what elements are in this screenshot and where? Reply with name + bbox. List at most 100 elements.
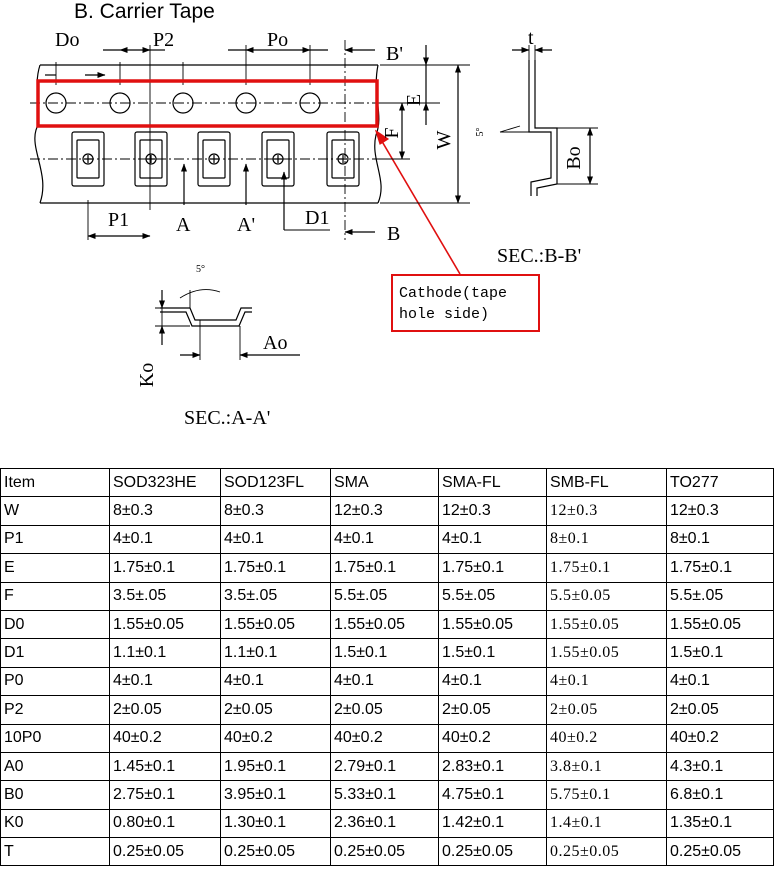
label-w: W: [433, 130, 455, 149]
table-cell: 2±0.05: [666, 695, 774, 725]
table-cell: 1.95±0.1: [220, 751, 331, 782]
table-header-cell: SMB-FL: [546, 467, 667, 498]
label-a: A: [176, 214, 191, 236]
table-item-cell: E: [0, 553, 110, 583]
table-item-cell: P0: [0, 666, 110, 697]
table-cell: 1.1±0.1: [220, 638, 331, 668]
table-cell: 4±0.1: [109, 666, 221, 697]
top-dimensions: [45, 47, 375, 78]
table-cell: 40±0.2: [220, 723, 331, 753]
label-e: E: [403, 94, 425, 106]
callout-arrowhead: [374, 129, 390, 145]
table-cell: 40±0.2: [666, 723, 774, 753]
table-cell: 4±0.1: [438, 666, 547, 697]
sprocket-holes: [45, 92, 321, 114]
table-cell: 1.55±0.05: [438, 609, 547, 640]
table-cell: 1.55±0.05: [220, 609, 331, 640]
label-d1: D1: [305, 207, 329, 229]
label-do: Do: [55, 29, 79, 51]
table-cell: 1.1±0.1: [109, 638, 221, 668]
table-cell: 0.25±0.05: [438, 837, 547, 867]
table-cell: 8±0.1: [666, 524, 774, 555]
cathode-callout: Cathode(tape hole side): [391, 274, 540, 332]
table-cell: 2±0.05: [438, 695, 547, 725]
carrier-tape-drawing: [30, 40, 598, 360]
table-cell: 5.33±0.1: [330, 780, 439, 810]
table-item-cell: D0: [0, 609, 110, 640]
table-item-cell: F: [0, 581, 110, 611]
table-cell: 1.42±0.1: [438, 808, 547, 839]
table-cell: 4±0.1: [666, 666, 774, 697]
label-ko: Ko: [136, 363, 158, 387]
label-f: F: [381, 127, 403, 138]
table-header-cell: SOD323HE: [109, 467, 221, 498]
table-cell: 2±0.05: [546, 695, 667, 725]
table-cell: 2.36±0.1: [330, 808, 439, 839]
table-cell: 2±0.05: [330, 695, 439, 725]
table-cell: 1.35±0.1: [666, 808, 774, 839]
label-p1: P1: [108, 209, 129, 231]
table-cell: 8±0.3: [220, 496, 331, 526]
table-header-cell: SMA-FL: [438, 467, 547, 498]
table-cell: 5.5±.05: [438, 581, 547, 611]
table-cell: 4.3±0.1: [666, 751, 774, 782]
table-cell: 2±0.05: [109, 695, 221, 725]
table-header-cell: SMA: [330, 467, 439, 498]
table-cell: 0.25±0.05: [330, 837, 439, 867]
table-cell: 1.75±0.1: [220, 553, 331, 583]
table-cell: 1.75±0.1: [666, 553, 774, 583]
table-cell: 4±0.1: [220, 666, 331, 697]
table-cell: 6.8±0.1: [666, 780, 774, 810]
table-cell: 2.75±0.1: [109, 780, 221, 810]
tape-outline: [34, 64, 382, 204]
callout-line-1: Cathode(tape: [399, 285, 508, 302]
table-cell: 3.5±.05: [109, 581, 221, 611]
table-cell: 40±0.2: [330, 723, 439, 753]
table-cell: 40±0.2: [109, 723, 221, 753]
table-cell: 12±0.3: [546, 496, 667, 526]
table-cell: 0.80±0.1: [109, 808, 221, 839]
table-cell: 0.25±0.05: [109, 837, 221, 867]
table-cell: 3.5±.05: [220, 581, 331, 611]
table-cell: 1.55±0.05: [330, 609, 439, 640]
table-cell: 4±0.1: [330, 524, 439, 555]
table-cell: 1.55±0.05: [666, 609, 774, 640]
table-cell: 3.95±0.1: [220, 780, 331, 810]
table-cell: 1.75±0.1: [546, 553, 667, 583]
label-bo: Bo: [563, 146, 585, 169]
callout-leader: [379, 137, 461, 275]
table-cell: 0.25±0.05: [546, 837, 667, 867]
label-section-bb: SEC.:B-B': [497, 245, 581, 267]
table-cell: 1.5±0.1: [438, 638, 547, 668]
table-cell: 1.75±0.1: [438, 553, 547, 583]
table-cell: 4±0.1: [220, 524, 331, 555]
table-cell: 12±0.3: [666, 496, 774, 526]
table-cell: 4±0.1: [438, 524, 547, 555]
table-cell: 2.83±0.1: [438, 751, 547, 782]
table-header-cell: TO277: [666, 467, 774, 498]
table-cell: 1.75±0.1: [330, 553, 439, 583]
table-cell: 1.5±0.1: [330, 638, 439, 668]
table-cell: 5.5±.05: [330, 581, 439, 611]
table-cell: 1.75±0.1: [109, 553, 221, 583]
table-header-cell: SOD123FL: [220, 467, 331, 498]
label-po: Po: [267, 29, 288, 51]
table-cell: 1.55±0.05: [546, 609, 667, 640]
table-cell: 12±0.3: [438, 496, 547, 526]
label-five-deg-aa: 5°: [196, 264, 205, 275]
table-cell: 4±0.1: [546, 666, 667, 697]
table-cell: 5.5±.05: [666, 581, 774, 611]
table-cell: 12±0.3: [330, 496, 439, 526]
label-b-prime: B': [386, 43, 403, 65]
